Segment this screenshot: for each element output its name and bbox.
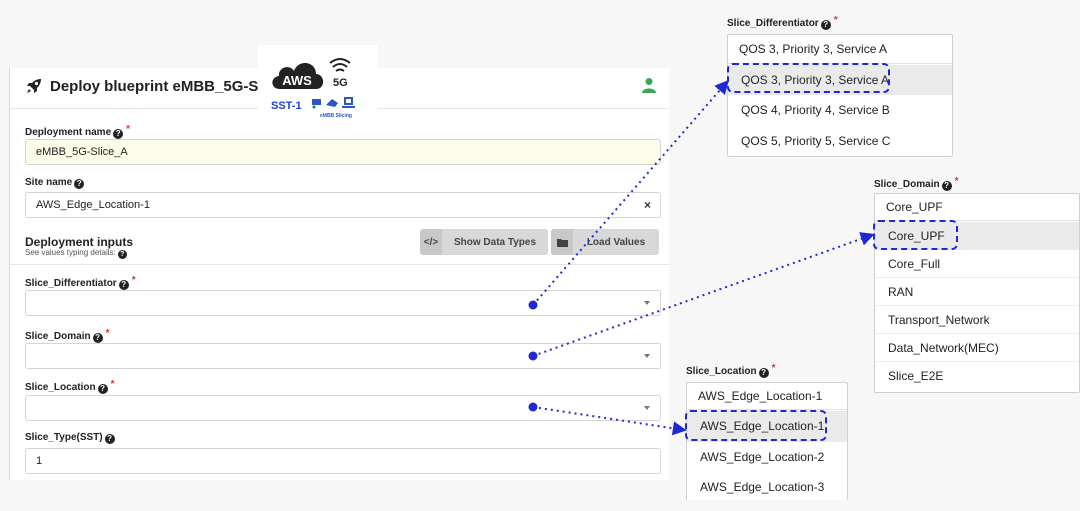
code-icon: </> xyxy=(420,229,442,255)
help-icon[interactable]: ? xyxy=(113,129,124,139)
deployment-inputs-note: See values typing details:? xyxy=(25,248,127,259)
slice-type-input[interactable]: 1 xyxy=(25,448,661,474)
slice-type-value: 1 xyxy=(36,455,43,467)
domain-option[interactable]: RAN xyxy=(875,278,1079,306)
load-values-button[interactable]: Load Values xyxy=(551,229,659,255)
required-mark: * xyxy=(131,275,136,286)
domain-current[interactable]: Core_UPF xyxy=(875,194,1079,221)
location-option[interactable]: AWS_Edge_Location-1 xyxy=(687,411,847,442)
slice-location-label: Slice_Location?* xyxy=(25,379,115,394)
deployment-name-value: eMBB_5G-Slice_A xyxy=(36,146,128,158)
help-icon[interactable]: ? xyxy=(74,179,85,189)
chevron-down-icon xyxy=(644,406,650,410)
domain-option[interactable]: Data_Network(MEC) xyxy=(875,334,1079,362)
aws-5g-logo: AWS 5G SST-1 eMBB Slicing xyxy=(258,45,378,121)
required-mark: * xyxy=(833,15,838,26)
site-name-label: Site name? xyxy=(25,177,85,189)
deployment-inputs-title: Deployment inputs xyxy=(25,235,134,249)
differentiator-highlight xyxy=(727,63,890,93)
help-icon[interactable]: ? xyxy=(820,20,831,30)
differentiator-option[interactable]: QOS 5, Priority 5, Service C xyxy=(741,134,891,148)
site-name-select[interactable]: AWS_Edge_Location-1 × xyxy=(25,192,661,218)
help-icon[interactable]: ? xyxy=(117,250,127,259)
slice-differentiator-label: Slice_Differentiator?* xyxy=(25,275,136,290)
required-mark: * xyxy=(954,176,959,187)
required-mark: * xyxy=(771,363,776,374)
differentiator-connector xyxy=(532,79,729,306)
help-icon[interactable]: ? xyxy=(941,181,952,191)
domain-dropdown[interactable]: Core_UPF Core_UPF Core_Full RAN Transpor… xyxy=(874,193,1080,393)
chevron-down-icon xyxy=(644,354,650,358)
popup-differentiator-label: Slice_Differentiator?* xyxy=(727,15,838,30)
help-icon[interactable]: ? xyxy=(104,434,115,444)
deployment-name-label: Deployment name?* xyxy=(25,124,131,139)
chevron-down-icon xyxy=(644,301,650,305)
svg-text:SST-1: SST-1 xyxy=(271,100,302,112)
popup-location-label: Slice_Location?* xyxy=(686,363,776,378)
domain-option[interactable]: Transport_Network xyxy=(875,306,1079,334)
page-title: Deploy blueprint eMBB_5G-Slice xyxy=(50,77,284,95)
domain-dot xyxy=(528,351,538,361)
required-mark: * xyxy=(126,124,131,135)
required-mark: * xyxy=(110,379,115,390)
rocket-icon xyxy=(27,79,41,93)
popup-domain-label: Slice_Domain?* xyxy=(874,176,959,191)
slice-type-label: Slice_Type(SST)? xyxy=(25,432,115,444)
help-icon[interactable]: ? xyxy=(97,384,108,394)
inputs-divider xyxy=(10,264,669,265)
clear-icon[interactable]: × xyxy=(643,198,651,212)
svg-text:eMBB Slicing: eMBB Slicing xyxy=(320,113,352,119)
location-dot xyxy=(528,402,538,412)
help-icon[interactable]: ? xyxy=(118,280,129,290)
domain-connector xyxy=(532,232,875,357)
location-dropdown[interactable]: AWS_Edge_Location-1 AWS_Edge_Location-1 … xyxy=(686,382,848,500)
differentiator-dot xyxy=(528,300,538,310)
location-option[interactable]: AWS_Edge_Location-2 xyxy=(700,450,825,464)
domain-option[interactable]: Slice_E2E xyxy=(888,369,944,383)
differentiator-option[interactable]: QOS 4, Priority 4, Service B xyxy=(741,103,890,117)
deployment-name-input[interactable]: eMBB_5G-Slice_A xyxy=(25,139,661,165)
slice-domain-select[interactable] xyxy=(25,343,661,369)
slice-domain-label: Slice_Domain?* xyxy=(25,328,110,343)
slice-location-select[interactable] xyxy=(25,395,661,421)
aws-cloud-icon: AWS 5G SST-1 eMBB Slicing xyxy=(271,58,355,119)
location-current[interactable]: AWS_Edge_Location-1 xyxy=(687,383,847,410)
svg-text:AWS: AWS xyxy=(282,73,312,88)
location-connector xyxy=(532,406,687,436)
differentiator-dropdown[interactable]: QOS 3, Priority 3, Service A QOS 3, Prio… xyxy=(727,34,953,157)
differentiator-option[interactable]: QOS 3, Priority 3, Service A xyxy=(728,65,952,95)
slice-differentiator-select[interactable] xyxy=(25,290,661,316)
title-row: Deploy blueprint eMBB_5G-Slice xyxy=(24,74,283,98)
deploy-form-panel: Deploy blueprint eMBB_5G-Slice Deploymen… xyxy=(9,68,669,480)
help-icon[interactable]: ? xyxy=(92,333,103,343)
help-icon[interactable]: ? xyxy=(758,368,769,378)
domain-option[interactable]: Core_UPF xyxy=(875,222,1079,250)
location-option[interactable]: AWS_Edge_Location-3 xyxy=(700,480,825,494)
show-data-types-button[interactable]: </> Show Data Types xyxy=(420,229,548,255)
site-name-value: AWS_Edge_Location-1 xyxy=(36,199,150,211)
user-icon[interactable] xyxy=(641,77,657,93)
required-mark: * xyxy=(105,328,110,339)
svg-text:5G: 5G xyxy=(333,77,348,89)
domain-option[interactable]: Core_Full xyxy=(875,250,1079,278)
folder-icon xyxy=(551,229,573,255)
